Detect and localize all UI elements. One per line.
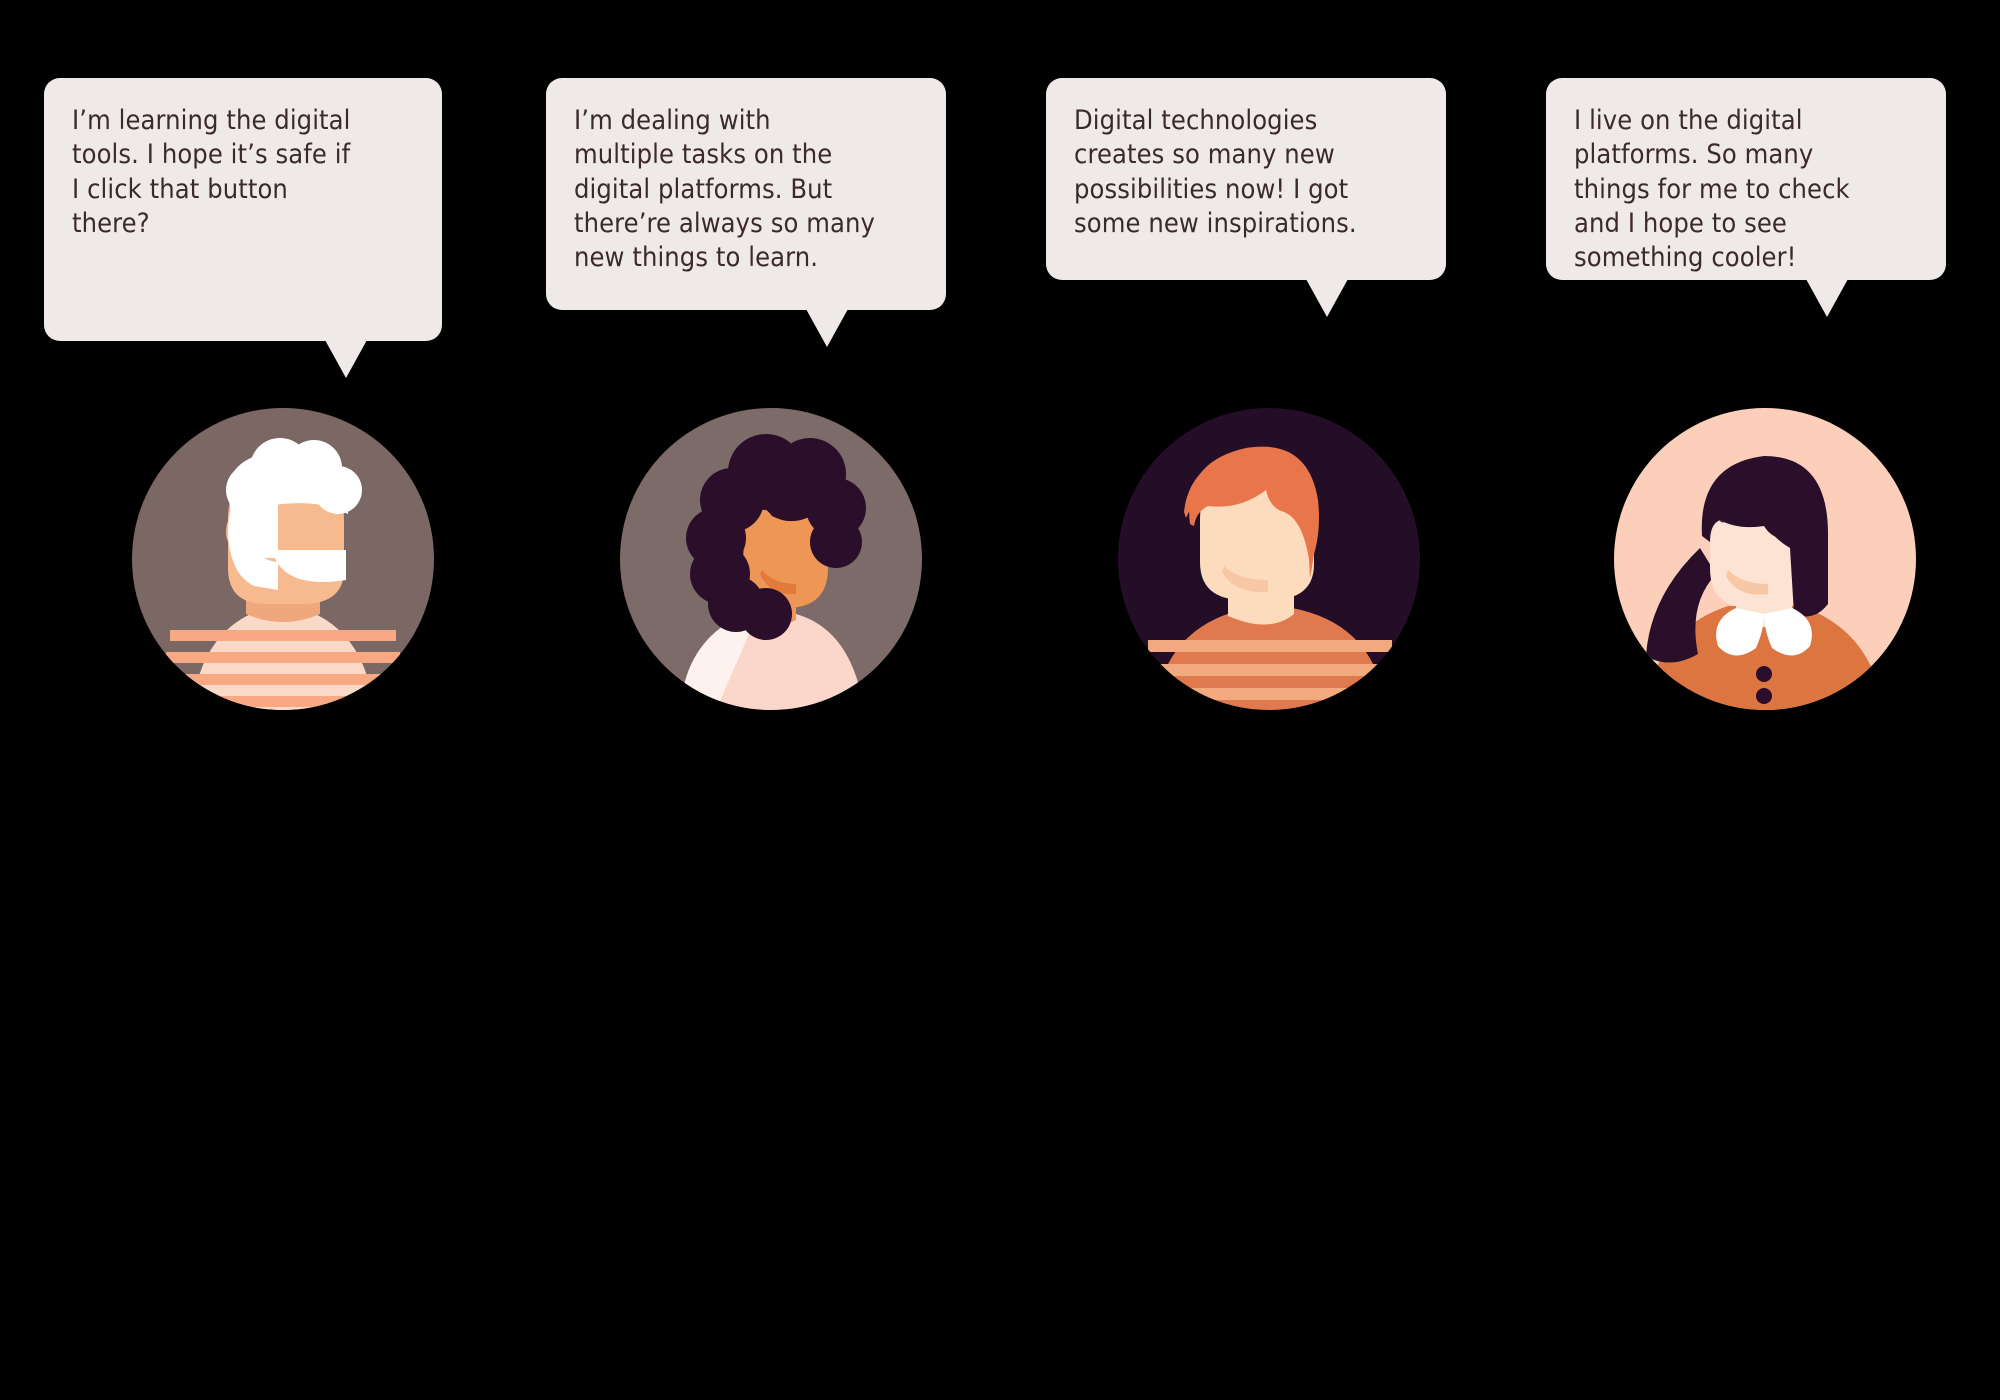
blouse-buttons-4 bbox=[1756, 666, 1772, 704]
avatar-2 bbox=[620, 408, 922, 710]
speech-bubble-tail-1 bbox=[325, 340, 367, 378]
avatar-4 bbox=[1614, 408, 1916, 710]
speech-bubble-4: I live on the digital platforms. So many… bbox=[1546, 78, 1946, 280]
speech-bubble-2: I’m dealing with multiple tasks on the d… bbox=[546, 78, 946, 310]
hair-4 bbox=[1701, 456, 1828, 617]
speech-bubble-text-3: Digital technologies creates so many new… bbox=[1074, 105, 1357, 239]
speech-bubble-tail-2 bbox=[806, 309, 848, 347]
avatar-3 bbox=[1118, 408, 1420, 710]
chin-shade-3 bbox=[1222, 566, 1268, 593]
persona-group-4: I live on the digital platforms. So many… bbox=[1500, 0, 1960, 760]
shirt-highlight-2 bbox=[680, 614, 756, 710]
speech-bubble-3: Digital technologies creates so many new… bbox=[1046, 78, 1446, 280]
persona-group-2: I’m dealing with multiple tasks on the d… bbox=[500, 0, 960, 760]
shirt-stripes-1 bbox=[164, 630, 402, 707]
chin-shade-4 bbox=[1726, 570, 1768, 595]
speech-bubble-text-2: I’m dealing with multiple tasks on the d… bbox=[574, 105, 875, 274]
hair-back-4 bbox=[1646, 548, 1716, 663]
speech-bubble-1: I’m learning the digital tools. I hope i… bbox=[44, 78, 442, 341]
speech-bubble-tail-4 bbox=[1806, 279, 1848, 317]
hair-3 bbox=[1184, 446, 1319, 578]
shirt-3 bbox=[1154, 608, 1386, 710]
avatar-1 bbox=[132, 408, 434, 710]
persona-group-1: I’m learning the digital tools. I hope i… bbox=[0, 0, 460, 760]
blouse-4 bbox=[1644, 606, 1884, 710]
chin-shade-2 bbox=[760, 570, 796, 595]
hair-1 bbox=[226, 438, 362, 520]
ear-3 bbox=[1269, 511, 1297, 560]
shirt-stripes-3 bbox=[1146, 640, 1394, 700]
collar-4 bbox=[1716, 608, 1812, 656]
speech-bubble-text-1: I’m learning the digital tools. I hope i… bbox=[72, 105, 351, 239]
persona-group-3: Digital technologies creates so many new… bbox=[1000, 0, 1460, 760]
speech-bubble-tail-3 bbox=[1306, 279, 1348, 317]
speech-bubble-text-4: I live on the digital platforms. So many… bbox=[1574, 105, 1850, 274]
